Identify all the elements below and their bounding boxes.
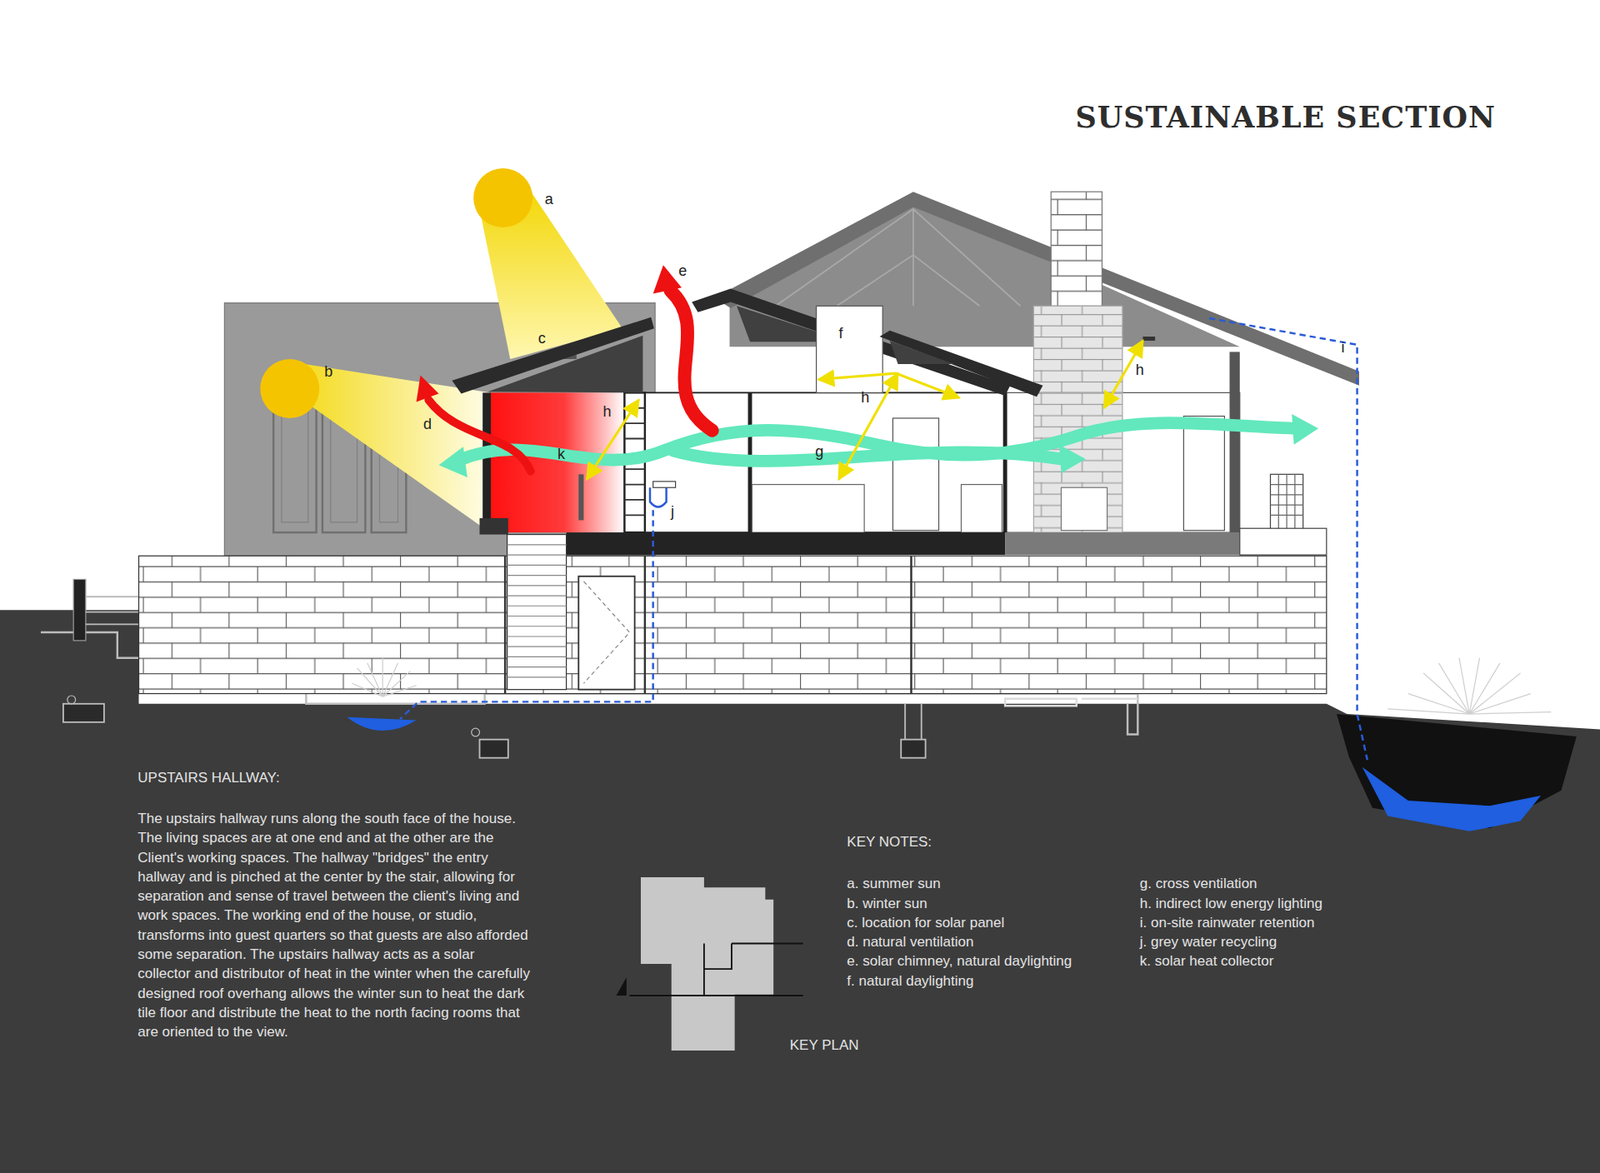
key-note: d. natural ventilation <box>846 934 974 951</box>
section-heading: UPSTAIRS HALLWAY: <box>137 770 280 787</box>
key-note: e. solar chimney, natural daylighting <box>846 953 1072 970</box>
cross-ventilation <box>457 423 1295 462</box>
key-plan-label: KEY PLAN <box>790 1037 860 1055</box>
footing <box>900 740 925 759</box>
door <box>892 418 939 531</box>
key-note: j. grey water recycling <box>1140 934 1277 951</box>
fireplace-column <box>1033 305 1123 533</box>
callout-letter: h <box>603 403 612 422</box>
floor-slab <box>1005 532 1240 555</box>
middle-attic <box>736 305 817 342</box>
solar-chimney-flow <box>670 290 712 431</box>
stair-treads <box>507 545 567 678</box>
rail-grid <box>1270 474 1303 530</box>
planter <box>480 518 509 535</box>
sink-trap <box>650 487 667 507</box>
pier <box>471 728 480 737</box>
door-swing <box>583 581 630 684</box>
terrace-slab <box>1240 528 1327 555</box>
footing <box>1005 699 1138 707</box>
arrow-head <box>416 375 440 403</box>
cross-ventilation <box>673 450 1061 461</box>
fireplace <box>1060 487 1107 530</box>
rainwater-line <box>1209 318 1368 760</box>
section-marker <box>616 977 627 996</box>
light-arrow <box>839 373 899 480</box>
fence-post <box>73 579 86 640</box>
rain-garden <box>346 717 416 731</box>
key-note: k. solar heat collector <box>1140 953 1275 970</box>
terrace-rail <box>1270 474 1303 530</box>
callout-letter: i <box>1340 339 1345 358</box>
arrow-head <box>1291 414 1319 445</box>
pier <box>67 695 76 705</box>
key-note: c. location for solar panel <box>846 915 1005 932</box>
key-note: f. natural daylighting <box>846 973 974 990</box>
ground <box>0 610 1600 1173</box>
grass <box>1387 658 1551 715</box>
arrow-head <box>1059 445 1086 474</box>
callout-letter: a <box>545 190 554 210</box>
key-note: i. on-site rainwater retention <box>1140 915 1315 932</box>
key-plan-shape <box>640 877 774 1051</box>
fence <box>85 596 140 625</box>
arrow-head <box>439 446 468 478</box>
light-fixture <box>1142 336 1155 341</box>
cabinet <box>960 485 1002 534</box>
low-attic <box>890 340 955 365</box>
studio-room <box>1005 392 1240 533</box>
grey-water-line <box>400 510 654 720</box>
entry-door <box>578 576 635 690</box>
description-text: The upstairs hallway runs along the sout… <box>137 809 531 1042</box>
retaining-wall <box>139 555 1327 694</box>
light-arrow <box>586 400 639 480</box>
section-cut-line <box>630 944 804 996</box>
summer-sun <box>473 168 533 228</box>
retention-water <box>1362 767 1541 832</box>
railing <box>578 474 584 520</box>
callout-letter: k <box>557 445 565 465</box>
callout-letter: c <box>538 330 546 349</box>
light-arrow <box>818 373 960 398</box>
footing <box>480 740 509 759</box>
pier <box>905 704 922 740</box>
callout-letter: e <box>678 262 687 281</box>
callout-letter: h <box>1135 361 1145 380</box>
footing <box>63 704 105 723</box>
sink <box>653 481 676 488</box>
left-roof <box>451 317 654 395</box>
stair <box>507 535 567 690</box>
low-roof <box>880 330 1044 398</box>
south-wall <box>482 392 491 533</box>
grass <box>351 658 416 698</box>
neighbour-house <box>224 303 655 557</box>
key-note: b. winter sun <box>846 895 927 913</box>
callout-letter: f <box>838 325 843 344</box>
key-note: h. indirect low energy lighting <box>1140 895 1323 913</box>
middle-roof <box>691 288 1010 396</box>
floor-slab <box>566 532 1006 555</box>
key-note: g. cross ventilation <box>1140 875 1258 893</box>
callout-letter: b <box>324 363 333 382</box>
arrow-head <box>653 265 682 294</box>
callout-letter: g <box>815 443 824 462</box>
callout-letter: h <box>860 389 870 408</box>
partition <box>1003 392 1008 533</box>
left-attic <box>487 335 643 394</box>
door <box>1183 416 1225 531</box>
chimney <box>1050 191 1102 306</box>
winter-sun <box>260 359 320 419</box>
key-notes-heading: KEY NOTES: <box>846 834 932 851</box>
north-wall <box>1230 351 1240 533</box>
key-note: a. summer sun <box>846 875 940 893</box>
callout-letter: d <box>423 415 432 435</box>
drawing-title: SUSTAINABLE SECTION <box>1075 100 1496 135</box>
cabinet <box>751 485 865 534</box>
ventilation-flow <box>428 400 530 472</box>
callout-letter: j <box>670 503 675 522</box>
